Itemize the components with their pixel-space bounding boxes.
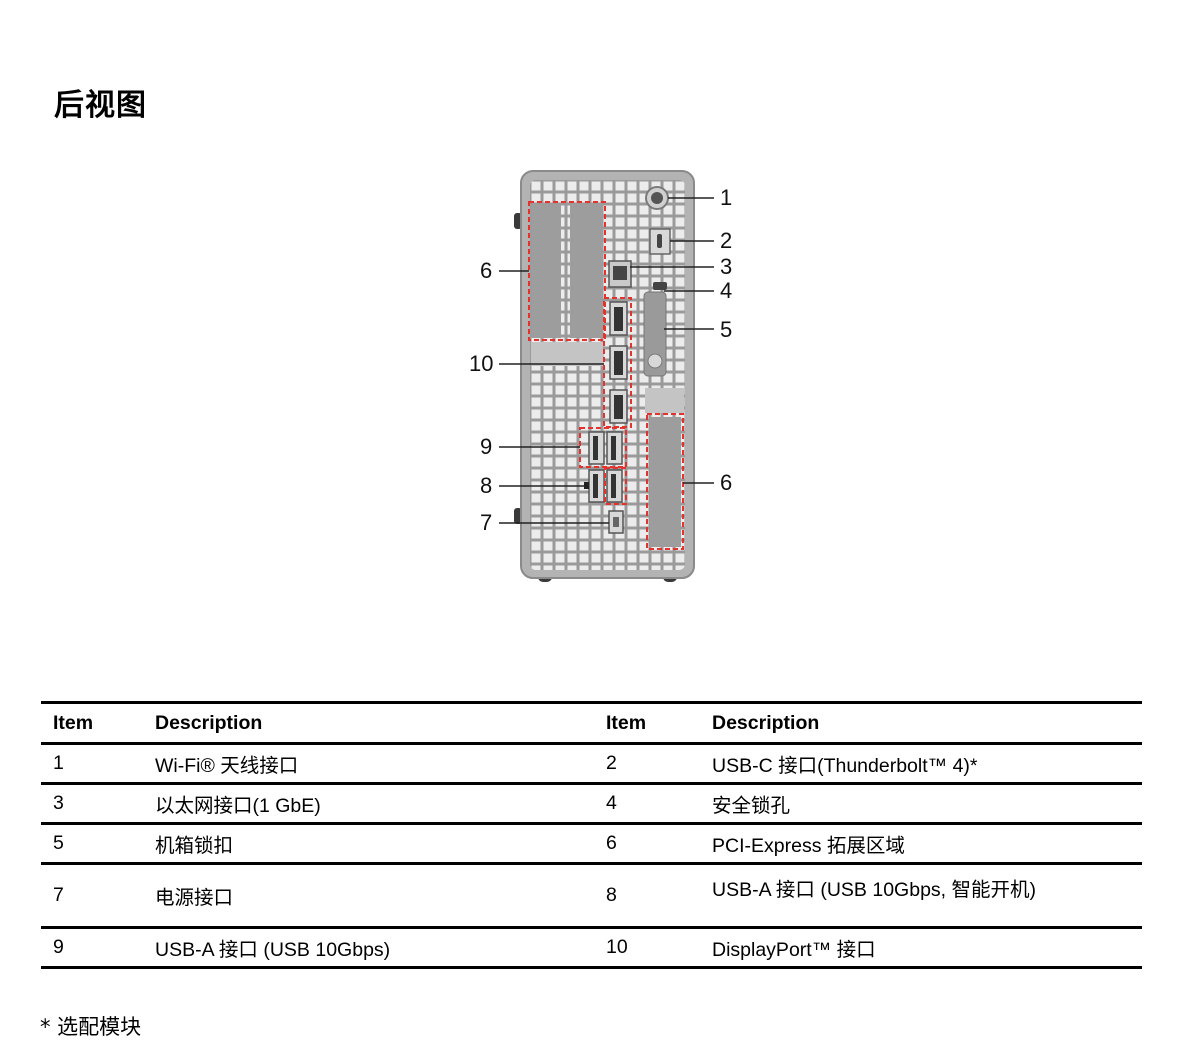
callout-number: 9 bbox=[480, 434, 492, 459]
rear-view-diagram: 1 2 3 4 5 6 6 10 9 8 7 bbox=[469, 170, 732, 582]
pci-slot-cover bbox=[650, 417, 681, 547]
page-title: 后视图 bbox=[54, 88, 147, 123]
item-description: 以太网接口(1 GbE) bbox=[155, 795, 321, 817]
item-description: 电源接口 bbox=[155, 887, 234, 909]
callout-number: 4 bbox=[720, 278, 732, 303]
callout-boxes bbox=[528, 201, 684, 550]
table-row: 9 USB-A 接口 (USB 10Gbps) 10 DisplayPort™ … bbox=[41, 928, 1142, 968]
callout-number: 6 bbox=[480, 258, 492, 283]
callout-number: 7 bbox=[480, 510, 492, 535]
item-number: 3 bbox=[53, 792, 64, 814]
usb-a-ports bbox=[588, 431, 623, 503]
item-number: 7 bbox=[53, 884, 64, 906]
footnote: * 选配模块 bbox=[40, 1015, 142, 1039]
item-description: USB-C 接口(Thunderbolt™ 4)* bbox=[712, 755, 978, 777]
pci-slot-cover bbox=[531, 204, 561, 338]
item-description: USB-A 接口 (USB 10Gbps, 智能开机) bbox=[712, 879, 1036, 901]
security-lock-slot bbox=[653, 282, 667, 290]
item-number: 4 bbox=[606, 792, 617, 814]
displayport-ports bbox=[609, 301, 628, 424]
item-number: 5 bbox=[53, 832, 64, 854]
table-row: 3 以太网接口(1 GbE) 4 安全锁孔 bbox=[41, 784, 1142, 824]
item-number: 6 bbox=[606, 832, 617, 854]
items-table: Item Description Item Description 1 Wi-F… bbox=[41, 701, 1142, 969]
table-row: 7 电源接口 8 USB-A 接口 (USB 10Gbps, 智能开机) bbox=[41, 864, 1142, 928]
item-number: 9 bbox=[53, 936, 64, 958]
item-number: 1 bbox=[53, 752, 64, 774]
item-number: 10 bbox=[606, 936, 628, 958]
leader-lines bbox=[499, 197, 714, 524]
table-row: 1 Wi-Fi® 天线接口 2 USB-C 接口(Thunderbolt™ 4)… bbox=[41, 744, 1142, 784]
item-description: DisplayPort™ 接口 bbox=[712, 939, 876, 961]
header-description: Description bbox=[712, 711, 820, 734]
padlock-loop bbox=[643, 291, 667, 377]
item-number: 8 bbox=[606, 884, 617, 906]
callout-number: 2 bbox=[720, 228, 732, 253]
pci-slot-cover bbox=[570, 204, 603, 338]
item-description: 机箱锁扣 bbox=[155, 835, 234, 857]
table-row: 5 机箱锁扣 6 PCI-Express 拓展区域 bbox=[41, 824, 1142, 864]
callout-number: 1 bbox=[720, 185, 732, 210]
callout-number: 8 bbox=[480, 473, 492, 498]
table-header-row: Item Description Item Description bbox=[41, 702, 1142, 744]
item-description: 安全锁孔 bbox=[712, 795, 791, 817]
header-item: Item bbox=[606, 711, 647, 734]
item-number: 2 bbox=[606, 752, 617, 774]
item-description: Wi-Fi® 天线接口 bbox=[155, 755, 299, 777]
callout-number: 10 bbox=[469, 351, 493, 376]
header-item: Item bbox=[53, 711, 94, 734]
callout-number: 3 bbox=[720, 254, 732, 279]
header-description: Description bbox=[155, 711, 263, 734]
callout-number: 5 bbox=[720, 317, 732, 342]
item-description: USB-A 接口 (USB 10Gbps) bbox=[155, 939, 391, 961]
item-description: PCI-Express 拓展区域 bbox=[712, 835, 905, 857]
callout-number: 6 bbox=[720, 470, 732, 495]
